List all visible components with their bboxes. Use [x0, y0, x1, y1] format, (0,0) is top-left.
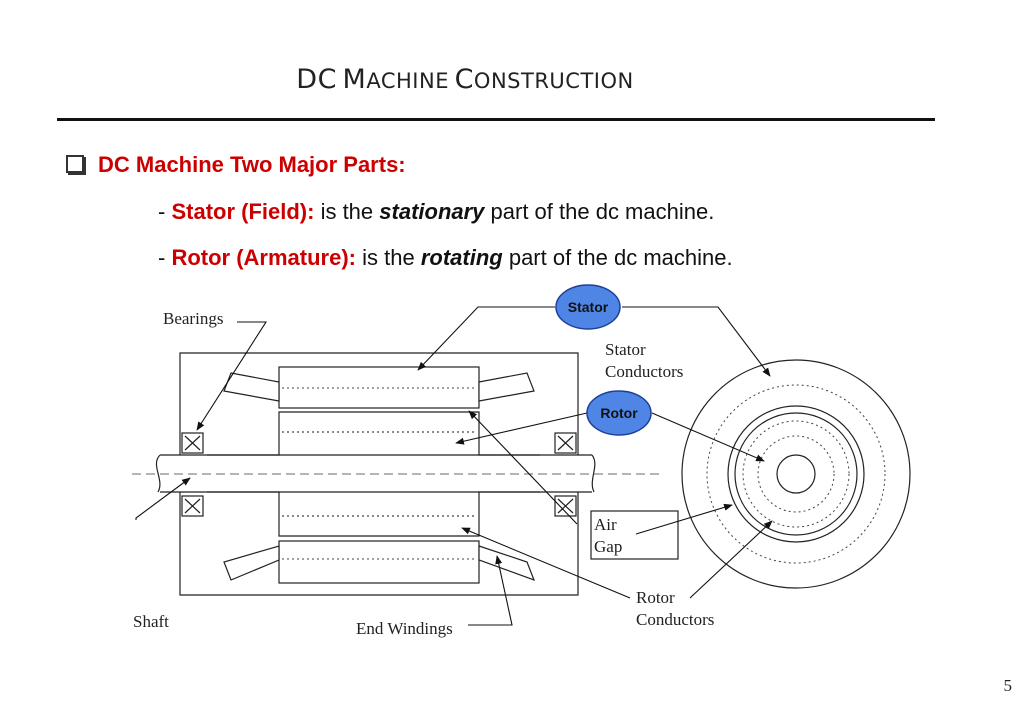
air-gap-label-line2: Gap	[594, 537, 622, 556]
title-divider	[57, 118, 935, 121]
stationary-emphasis: stationary	[379, 199, 485, 224]
rotor-definition: - Rotor (Armature): is the rotating part…	[158, 245, 733, 270]
stator-term: Stator (Field):	[171, 199, 315, 224]
rotor-conductors-label-line2: Conductors	[636, 610, 714, 629]
stator-definition: - Stator (Field): is the stationary part…	[158, 199, 715, 224]
air-gap-label-line1: Air	[594, 515, 617, 534]
bearings	[181, 432, 577, 517]
stator-conductors-label-line1: Stator	[605, 340, 646, 359]
stator-conductors-label-line2: Conductors	[605, 362, 683, 381]
shaft-label: Shaft	[133, 612, 169, 631]
air-gap-box	[590, 510, 679, 560]
end-view	[681, 359, 911, 589]
checkbox-bullet-icon	[66, 155, 84, 173]
leader-lines	[135, 306, 773, 626]
rotor-conductors-label-line1: Rotor	[636, 588, 675, 607]
stator-callout-label: Stator	[568, 299, 609, 315]
rotor-term: Rotor (Armature):	[171, 245, 357, 270]
rotor-callout: Rotor	[586, 390, 652, 436]
rotor-callout-label: Rotor	[600, 405, 638, 421]
rotating-emphasis: rotating	[420, 245, 503, 270]
shaft	[132, 454, 662, 493]
page-number: 5	[1003, 676, 1013, 695]
end-windings	[223, 372, 536, 582]
section-heading: DC Machine Two Major Parts:	[66, 152, 406, 178]
end-windings-label: End Windings	[356, 619, 453, 638]
bearings-label: Bearings	[163, 309, 223, 328]
stator-pole-top	[278, 366, 480, 409]
machine-frame	[179, 352, 579, 596]
stator-pole-bottom	[278, 540, 480, 584]
stator-callout: Stator	[555, 284, 621, 330]
slide-title: DC MACHINE CONSTRUCTION	[296, 64, 634, 95]
